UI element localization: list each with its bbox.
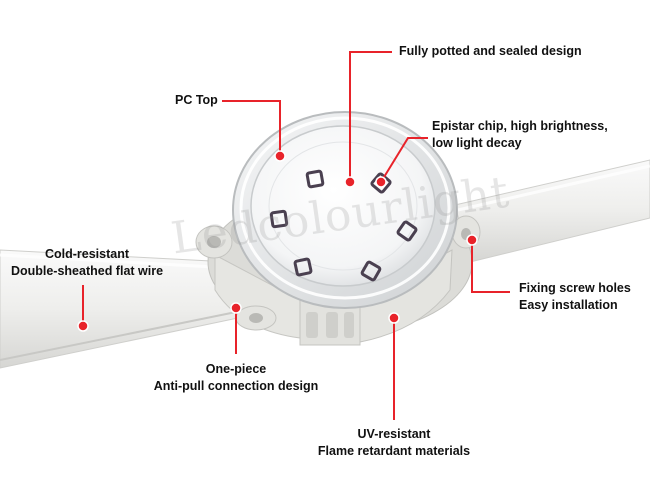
callout-epistar-line1: Epistar chip, high brightness,	[432, 119, 608, 133]
led-chips	[269, 169, 418, 282]
callout-fixing-line2: Easy installation	[519, 298, 618, 312]
pc-lens	[250, 125, 436, 287]
callout-fixing-line1: Fixing screw holes	[519, 281, 631, 295]
callout-pc-top: PC Top	[175, 93, 218, 107]
callout-onepiece-line2: Anti-pull connection design	[153, 379, 319, 393]
callout-dots	[77, 150, 478, 332]
callout-uv-line1: UV-resistant	[357, 427, 431, 441]
callout-epistar: Epistar chip, high brightness, low light…	[432, 118, 608, 152]
callout-fully-potted: Fully potted and sealed design	[399, 44, 582, 58]
callout-cold-line1: Cold-resistant	[44, 247, 130, 261]
callout-onepiece-line1: One-piece	[205, 362, 267, 376]
callout-leaders	[82, 51, 510, 420]
callout-uv-resistant: UV-resistant Flame retardant materials	[306, 426, 482, 460]
callout-fixing-screw: Fixing screw holes Easy installation	[519, 280, 631, 314]
callout-cold-resistant: Cold-resistant Double-sheathed flat wire	[8, 246, 166, 280]
callout-epistar-line2: low light decay	[432, 136, 522, 150]
callout-cold-line2: Double-sheathed flat wire	[10, 264, 164, 278]
callout-one-piece: One-piece Anti-pull connection design	[140, 361, 332, 395]
callout-uv-line2: Flame retardant materials	[317, 444, 471, 458]
